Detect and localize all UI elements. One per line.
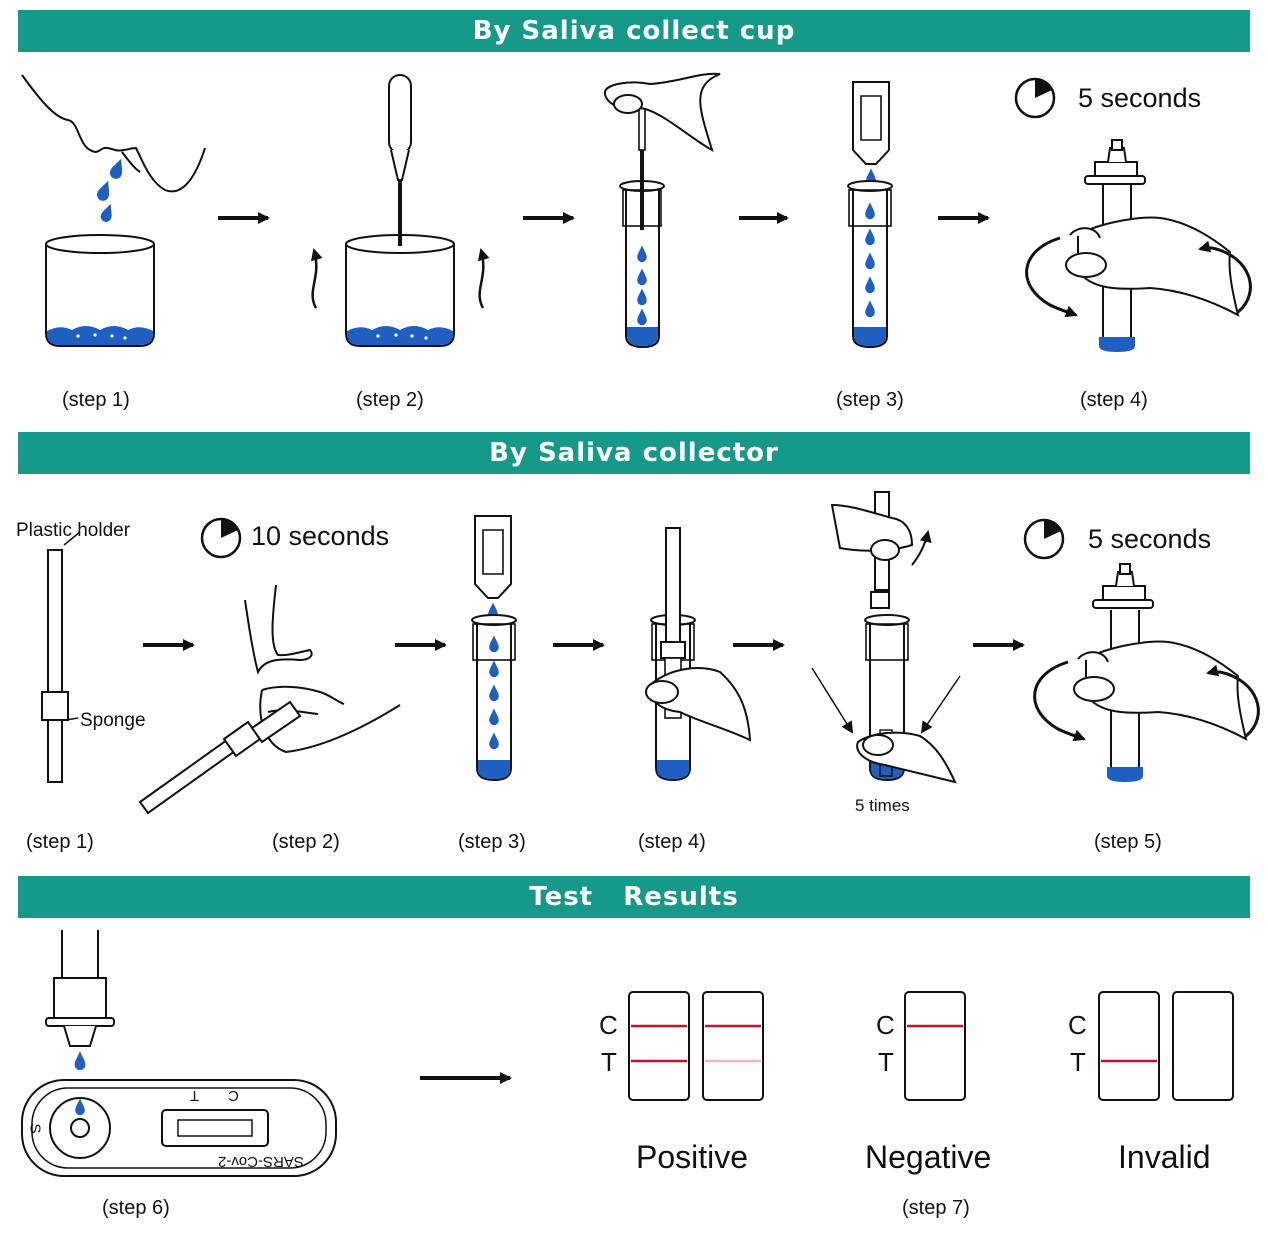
collector-step-4-caption: (step 4) <box>638 831 706 853</box>
results-step-7-caption: (step 7) <box>902 1197 970 1219</box>
tube-rolling-hand-1 <box>1065 139 1240 352</box>
dropper-cap-on-tube <box>847 81 893 349</box>
invalid-t-label: T <box>1070 1047 1086 1077</box>
timer-10-text: 10 seconds <box>251 521 390 551</box>
negative-label: Negative <box>865 1139 992 1175</box>
timer-5-seconds-icon-1 <box>1014 77 1056 119</box>
arrow-up-left <box>310 248 323 309</box>
tube-rolling-hand-2 <box>1073 563 1248 782</box>
invalid-c-label: C <box>1068 1010 1087 1040</box>
collector-inserted-tube <box>645 527 752 782</box>
saliva-collector-device <box>41 531 81 783</box>
arrow-up-right <box>477 248 490 309</box>
spitting-face-drawing <box>21 74 206 193</box>
positive-label: Positive <box>636 1139 749 1175</box>
banner-saliva-collector: By Saliva collector <box>18 432 1250 474</box>
positive-strip-2 <box>702 991 764 1101</box>
positive-c-label: C <box>599 1010 618 1040</box>
banner-saliva-cup: By Saliva collect cup <box>18 10 1250 52</box>
pipette-into-tube <box>604 72 721 349</box>
rotate-arrow-left-2 <box>1033 660 1086 742</box>
cup-timer-text: 5 seconds <box>1078 83 1202 113</box>
results-step-6-caption: (step 6) <box>102 1197 170 1219</box>
cup-step-2-caption: (step 2) <box>356 389 424 411</box>
rotate-arrow-left-1 <box>1025 236 1078 318</box>
plastic-holder-label: Plastic holder <box>16 520 131 541</box>
collector-in-mouth <box>244 584 401 754</box>
invalid-strip-1 <box>1098 991 1160 1101</box>
cup-step-1-caption: (step 1) <box>62 389 130 411</box>
positive-t-label: T <box>601 1047 617 1077</box>
pipette-in-cup <box>345 74 455 347</box>
dropper-tip-on-cassette <box>45 930 115 1071</box>
rotate-arrow-right-1 <box>1198 240 1252 314</box>
squeeze-tube-drawing <box>811 491 961 784</box>
cassette-s-marker: S <box>26 1123 44 1134</box>
timer-10-seconds-icon <box>200 517 242 559</box>
collection-cup-1 <box>45 234 155 347</box>
cassette-c-marker: C <box>228 1087 239 1104</box>
timer-5-seconds-icon-2 <box>1023 518 1065 560</box>
negative-c-label: C <box>876 1010 895 1040</box>
negative-strip <box>904 991 966 1101</box>
positive-strip-1 <box>628 991 690 1101</box>
invalid-strip-2 <box>1172 991 1234 1101</box>
rotate-arrow-right-2 <box>1206 664 1260 738</box>
banner-test-results: Test Results <box>18 876 1250 918</box>
timer-5-text: 5 seconds <box>1088 524 1212 554</box>
collector-step-2-caption: (step 2) <box>272 831 340 853</box>
negative-t-label: T <box>878 1047 894 1077</box>
cup-step-4-caption: (step 4) <box>1080 389 1148 411</box>
cassette-t-marker: T <box>190 1087 200 1104</box>
collector-step-5-caption: (step 5) <box>1094 831 1162 853</box>
repeat-5-times-label: 5 times <box>855 796 910 815</box>
sponge-label: Sponge <box>80 710 146 731</box>
invalid-label: Invalid <box>1118 1139 1211 1175</box>
saliva-drops <box>95 156 127 224</box>
cup-step-3-caption: (step 3) <box>836 389 904 411</box>
cassette-label: SARS-Cov-2 <box>218 1153 304 1170</box>
test-cassette <box>21 1079 337 1177</box>
collector-step-3-caption: (step 3) <box>458 831 526 853</box>
collector-dropper-on-tube <box>471 515 517 782</box>
collector-step-1-caption: (step 1) <box>26 831 94 853</box>
collector-angled <box>138 700 302 815</box>
